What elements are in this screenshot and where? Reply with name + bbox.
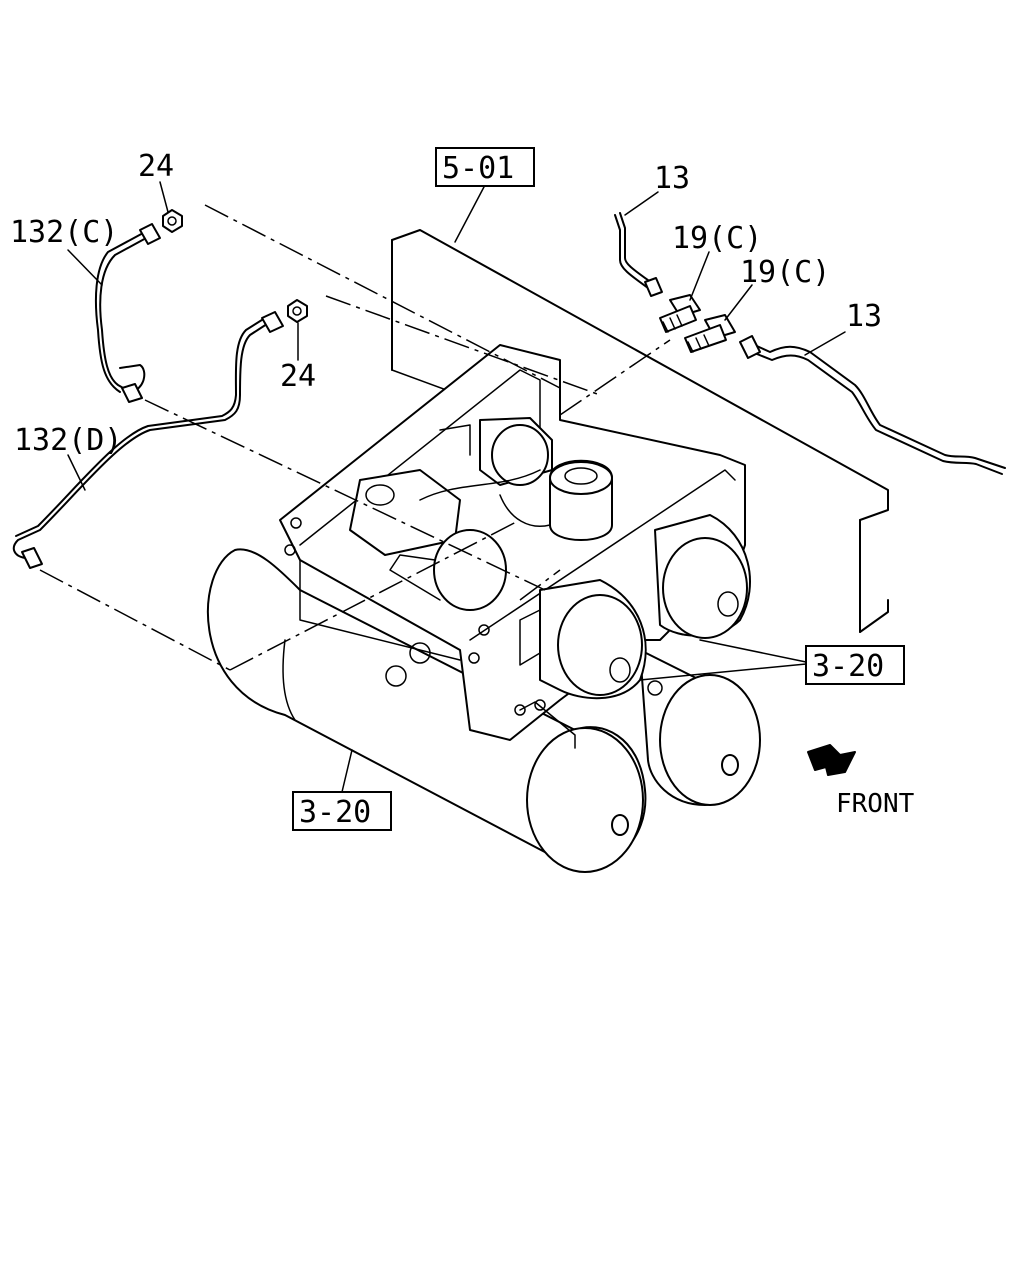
routing-lines (39, 204, 671, 671)
pipe-13-right (739, 335, 1006, 475)
part-label-24-mid: 24 (280, 359, 316, 394)
air-tank-right (639, 649, 761, 806)
part-label-13-top: 13 (654, 161, 690, 196)
part-label-19c-right: 19(C) (740, 255, 830, 290)
leader-lines (67, 181, 846, 793)
pipe-132d (12, 311, 284, 569)
front-label: FRONT (836, 789, 915, 819)
ref-label-3-20-bottom: 3-20 (299, 795, 371, 830)
ref-box-3-20-bottom: 3-20 (292, 791, 392, 831)
ref-box-3-20-right: 3-20 (805, 645, 905, 685)
ref-box-5-01: 5-01 (435, 147, 535, 187)
nut-24-mid (287, 299, 308, 323)
air-tank-left (206, 548, 647, 873)
part-label-24-top: 24 (138, 149, 174, 184)
ref-label-3-20-right: 3-20 (812, 649, 884, 684)
part-label-13-right: 13 (846, 299, 882, 334)
part-label-19c-left: 19(C) (672, 221, 762, 256)
valve-assembly (349, 417, 751, 700)
part-label-132c: 132(C) (10, 215, 118, 250)
front-direction-arrow-icon (807, 744, 856, 776)
pipe-132c (94, 223, 161, 403)
nut-24-top (162, 209, 183, 233)
part-label-132d: 132(D) (14, 423, 122, 458)
fitting-19c-right (684, 314, 736, 353)
fitting-19c-left (659, 294, 701, 333)
ref-label-5-01: 5-01 (442, 151, 514, 186)
pipe-13-top (614, 212, 663, 297)
